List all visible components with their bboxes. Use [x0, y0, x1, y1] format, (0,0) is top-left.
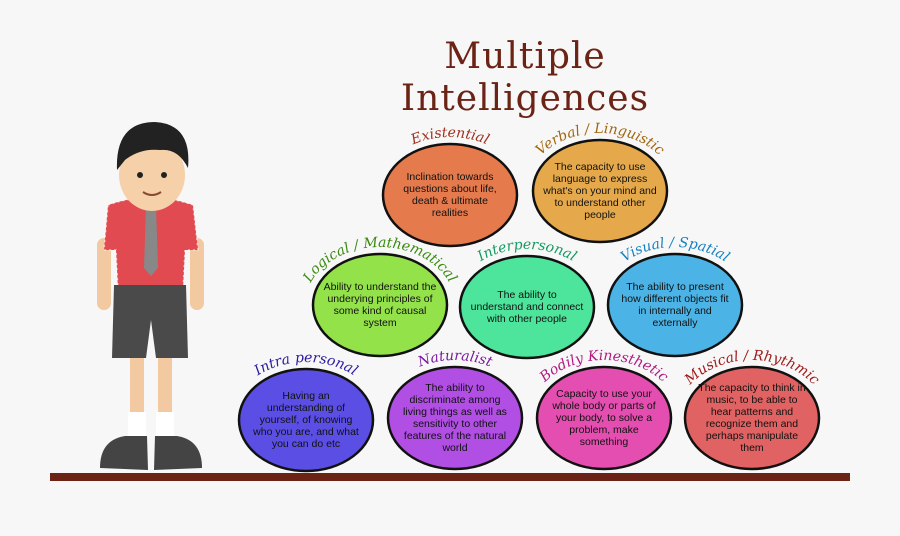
oval	[311, 252, 449, 358]
oval	[535, 365, 673, 471]
page-title: Multiple Intelligences	[370, 36, 680, 120]
oval	[531, 138, 669, 244]
title-line-2: Intelligences	[400, 78, 650, 119]
boy-illustration	[97, 122, 204, 470]
oval	[458, 254, 596, 360]
intelligence-description: Inclination towards questions about life…	[403, 171, 497, 219]
intelligence-description: Ability to understand the underying prin…	[323, 281, 437, 329]
title-line-1: Multiple	[444, 36, 606, 77]
intelligence-naturalist: Naturalist	[386, 348, 524, 471]
oval	[683, 365, 821, 471]
intelligence-description: The ability to discriminate among living…	[403, 382, 507, 454]
oval	[381, 142, 519, 248]
intelligence-description: The ability to present how different obj…	[621, 281, 729, 329]
intelligence-description: The capacity to think in music, to be ab…	[698, 382, 806, 454]
intelligence-description: The capacity to use language to express …	[543, 161, 657, 221]
floor-bar	[50, 473, 850, 481]
oval	[237, 367, 375, 473]
oval	[606, 252, 744, 358]
intelligence-description: Having an understanding of yourself, of …	[253, 390, 359, 450]
intelligence-description: The ability to understand and connect wi…	[470, 289, 584, 325]
intelligence-description: Capacity to use your whole body or parts…	[552, 388, 656, 448]
oval	[386, 365, 524, 471]
intelligence-label: Naturalist	[415, 348, 495, 371]
